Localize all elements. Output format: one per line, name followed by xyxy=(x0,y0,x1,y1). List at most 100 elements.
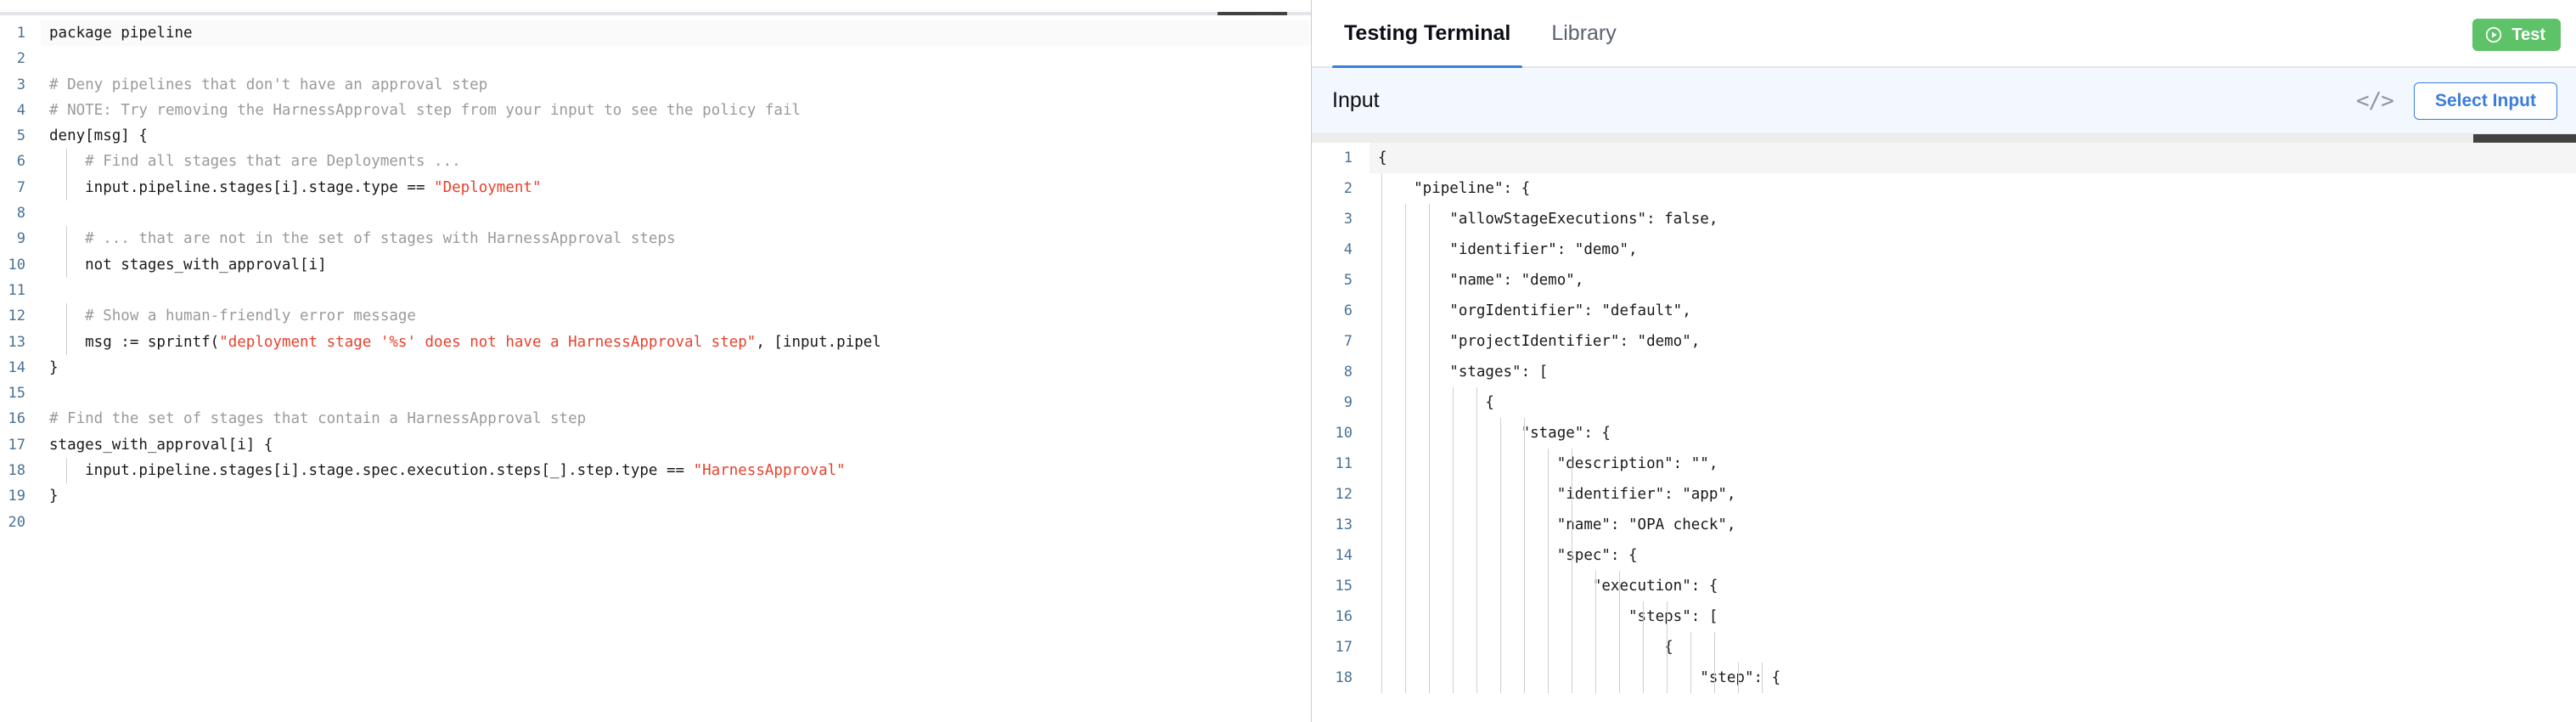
code-line[interactable]: 12 # Show a human-friendly error message xyxy=(0,303,1311,330)
json-horizontal-scrollbar-track[interactable] xyxy=(1312,134,2576,143)
json-line-text: "steps": [ xyxy=(1378,608,1718,625)
json-line[interactable]: 6 "orgIdentifier": "default", xyxy=(1312,296,2576,326)
line-number: 2 xyxy=(16,50,25,68)
indent-guide xyxy=(1405,326,1406,357)
code-token-txt: } xyxy=(49,358,59,376)
terminal-tabs-bar: Testing Terminal Library Test xyxy=(1312,0,2576,69)
json-line[interactable]: 17 { xyxy=(1312,632,2576,663)
indent-guide xyxy=(1429,234,1430,265)
code-line[interactable]: 19} xyxy=(0,483,1311,509)
indent-guide xyxy=(1381,387,1382,418)
json-line[interactable]: 11 "description": "", xyxy=(1312,448,2576,479)
json-line[interactable]: 1{ xyxy=(1312,143,2576,173)
json-line[interactable]: 7 "projectIdentifier": "demo", xyxy=(1312,326,2576,357)
code-line-content: input.pipeline.stages[i].stage.type == "… xyxy=(41,174,1311,201)
indent-guide xyxy=(66,149,67,175)
json-horizontal-scrollbar-thumb[interactable] xyxy=(2473,134,2576,143)
testing-terminal-pane: Testing Terminal Library Test Input </> … xyxy=(1312,0,2576,722)
indent-guide xyxy=(1429,418,1430,448)
code-line[interactable]: 2 xyxy=(0,46,1311,71)
json-line[interactable]: 4 "identifier": "demo", xyxy=(1312,234,2576,265)
json-line-number: 11 xyxy=(1335,455,1353,472)
code-line[interactable]: 4 # NOTE: Try removing the HarnessApprova… xyxy=(0,98,1311,123)
indent-guide xyxy=(1619,632,1620,663)
code-line[interactable]: 9 # ... that are not in the set of stage… xyxy=(0,226,1311,252)
code-token-com: # ... that are not in the set of stages … xyxy=(49,230,676,248)
indent-guide xyxy=(1500,601,1501,632)
indent-guide xyxy=(1548,510,1549,540)
indent-guide xyxy=(1524,479,1525,510)
code-line[interactable]: 11 xyxy=(0,278,1311,303)
indent-guide xyxy=(1500,418,1501,448)
json-line-content: "identifier": "demo", xyxy=(1370,234,2576,265)
code-line[interactable]: 13 msg := sprintf("deployment stage '%s'… xyxy=(0,329,1311,355)
code-line[interactable]: 15 xyxy=(0,381,1311,406)
json-line[interactable]: 2 "pipeline": { xyxy=(1312,173,2576,204)
code-line[interactable]: 8 xyxy=(0,200,1311,226)
json-line[interactable]: 14 "spec": { xyxy=(1312,540,2576,571)
json-line[interactable]: 5 "name": "demo", xyxy=(1312,265,2576,296)
json-line[interactable]: 10 "stage": { xyxy=(1312,418,2576,448)
code-line[interactable]: 20 xyxy=(0,510,1311,535)
indent-guide xyxy=(1405,540,1406,571)
code-line[interactable]: 3# Deny pipelines that don't have an app… xyxy=(0,72,1311,98)
indent-guide xyxy=(1453,663,1454,693)
indent-guide xyxy=(1548,632,1549,663)
code-token-com: # NOTE: Try removing the HarnessApproval… xyxy=(49,101,801,119)
code-line[interactable]: 6 # Find all stages that are Deployments… xyxy=(0,149,1311,175)
indent-guide xyxy=(1595,601,1596,632)
code-line[interactable]: 7 input.pipeline.stages[i].stage.type ==… xyxy=(0,174,1311,201)
code-token-txt: } xyxy=(49,488,59,505)
editor-topbar: — xyxy=(0,0,1311,20)
line-number: 8 xyxy=(16,205,25,223)
indent-guide xyxy=(1405,601,1406,632)
code-line[interactable]: 16# Find the set of stages that contain … xyxy=(0,406,1311,432)
json-line[interactable]: 8 "stages": [ xyxy=(1312,357,2576,387)
json-line-text: { xyxy=(1378,639,1673,656)
indent-guide xyxy=(1500,479,1501,510)
code-line[interactable]: 10 not stages_with_approval[i] xyxy=(0,251,1311,278)
json-line[interactable]: 18 "step": { xyxy=(1312,663,2576,693)
input-toolbar: Input </> Select Input xyxy=(1312,68,2576,134)
code-line[interactable]: 14} xyxy=(0,355,1311,381)
indent-guide xyxy=(1476,571,1477,601)
indent-guide xyxy=(1405,234,1406,265)
indent-guide xyxy=(66,458,67,484)
indent-guide xyxy=(1405,387,1406,418)
indent-guide xyxy=(1381,296,1382,326)
json-line[interactable]: 15 "execution": { xyxy=(1312,571,2576,601)
select-input-button[interactable]: Select Input xyxy=(2413,82,2557,120)
code-line[interactable]: 18 input.pipeline.stages[i].stage.spec.e… xyxy=(0,458,1311,484)
code-token-txt: package pipeline xyxy=(49,25,193,42)
minimize-icon[interactable]: — xyxy=(1258,4,1274,21)
indent-guide xyxy=(1453,571,1454,601)
indent-guide xyxy=(1405,571,1406,601)
json-input-viewer[interactable]: 1{2 "pipeline": {3 "allowStageExecutions… xyxy=(1312,134,2576,722)
indent-guide xyxy=(1595,571,1596,601)
json-line[interactable]: 13 "name": "OPA check", xyxy=(1312,510,2576,540)
json-line[interactable]: 9 { xyxy=(1312,387,2576,418)
json-line-text: "spec": { xyxy=(1378,547,1638,564)
indent-guide xyxy=(1405,663,1406,693)
json-line-content: "execution": { xyxy=(1370,571,2576,601)
json-line[interactable]: 3 "allowStageExecutions": false, xyxy=(1312,204,2576,234)
tab-testing-terminal[interactable]: Testing Terminal xyxy=(1324,0,1531,69)
code-view-icon[interactable]: </> xyxy=(2356,87,2394,114)
test-button[interactable]: Test xyxy=(2472,19,2561,51)
indent-guide xyxy=(1429,387,1430,418)
line-number: 4 xyxy=(16,101,25,119)
code-token-com: # Find all stages that are Deployments .… xyxy=(49,153,461,171)
line-number: 17 xyxy=(8,436,25,454)
indent-guide xyxy=(1690,632,1691,663)
json-line[interactable]: 16 "steps": [ xyxy=(1312,601,2576,632)
code-line-content: input.pipeline.stages[i].stage.spec.exec… xyxy=(41,458,1311,484)
indent-guide xyxy=(1524,448,1525,479)
tab-library[interactable]: Library xyxy=(1551,20,1617,45)
json-line[interactable]: 12 "identifier": "app", xyxy=(1312,479,2576,510)
json-line-number: 4 xyxy=(1343,241,1353,258)
json-line-number: 18 xyxy=(1335,669,1353,686)
